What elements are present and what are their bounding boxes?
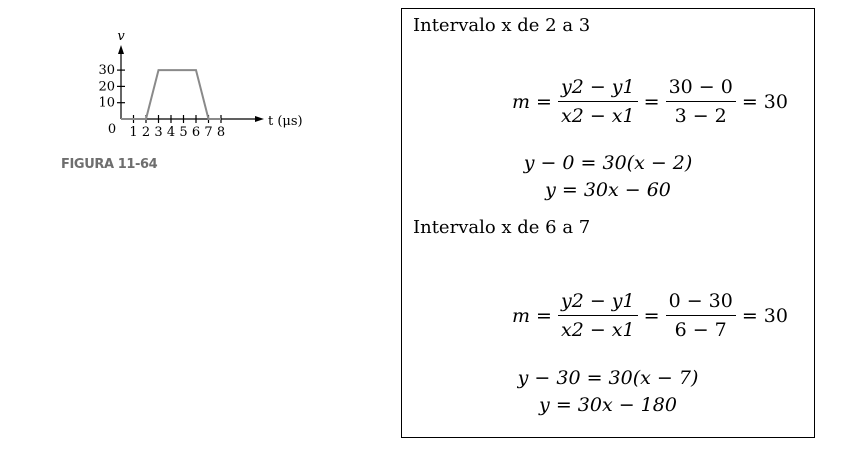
- slope-general-fraction: y2 − y1 x2 − x1: [557, 76, 638, 127]
- interval1-line-equation: y = 30x − 60: [545, 179, 671, 201]
- y-tick-label: 20: [98, 79, 115, 94]
- fraction-denominator: x2 − x1: [561, 105, 635, 127]
- x-tick-label: 5: [179, 125, 187, 140]
- interval1-point-slope: y − 0 = 30(x − 2): [523, 152, 693, 174]
- interval2-point-slope: y − 30 = 30(x − 7): [517, 367, 699, 389]
- y-axis-label: v: [117, 29, 125, 44]
- fraction-numerator: 30 − 0: [665, 76, 736, 102]
- origin-label: 0: [108, 122, 116, 137]
- slope-symbol: m =: [512, 304, 552, 327]
- solution-box: Intervalo x de 2 a 3 m = y2 − y1 x2 − x1…: [401, 8, 815, 438]
- x-axis-label: t (μs): [268, 114, 303, 129]
- y-tick-label: 30: [98, 63, 115, 78]
- y-axis-arrowhead: [118, 45, 124, 54]
- x-tick-label: 6: [192, 125, 200, 140]
- fraction-denominator: x2 − x1: [561, 319, 635, 341]
- slope-values-fraction: 0 − 30 6 − 7: [665, 290, 736, 341]
- y-tick-label: 10: [98, 96, 115, 111]
- x-tick-label: 3: [154, 125, 162, 140]
- equals-sign: =: [643, 304, 660, 327]
- slope-general-fraction: y2 − y1 x2 − x1: [557, 290, 638, 341]
- interval2-line-equation: y = 30x − 180: [539, 394, 677, 416]
- waveform-line: [121, 69, 221, 120]
- x-axis-arrowhead: [255, 116, 264, 122]
- interval2-heading: Intervalo x de 6 a 7: [413, 217, 591, 238]
- x-tick-label: 8: [217, 125, 225, 140]
- interval1-heading: Intervalo x de 2 a 3: [413, 15, 591, 36]
- waveform-trace: [121, 69, 221, 120]
- fraction-numerator: y2 − y1: [557, 76, 638, 102]
- equals-sign: =: [643, 90, 660, 113]
- interval2-slope-formula: m = y2 − y1 x2 − x1 = 0 − 30 6 − 7 = 30: [510, 290, 790, 341]
- figure-caption: FIGURA 11-64: [61, 157, 158, 172]
- slope-result: = 30: [741, 304, 788, 327]
- fraction-denominator: 3 − 2: [674, 105, 727, 127]
- slope-symbol: m =: [512, 90, 552, 113]
- x-tick-label: 7: [204, 125, 212, 140]
- slope-result: = 30: [741, 90, 788, 113]
- fraction-denominator: 6 − 7: [674, 319, 727, 341]
- fraction-numerator: y2 − y1: [557, 290, 638, 316]
- x-tick-label: 2: [142, 125, 150, 140]
- interval1-slope-formula: m = y2 − y1 x2 − x1 = 30 − 0 3 − 2 = 30: [510, 76, 790, 127]
- fraction-numerator: 0 − 30: [665, 290, 736, 316]
- graph-axes: v t (μs) 0: [108, 29, 303, 137]
- slope-values-fraction: 30 − 0 3 − 2: [665, 76, 736, 127]
- x-tick-label: 4: [167, 125, 175, 140]
- x-tick-label: 1: [129, 125, 137, 140]
